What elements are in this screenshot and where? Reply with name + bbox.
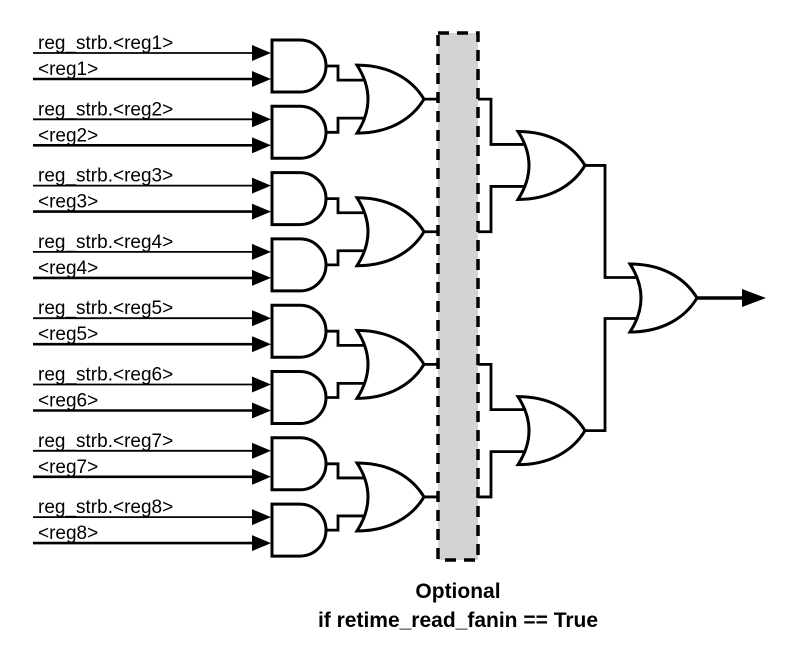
and-gate-5	[270, 303, 328, 359]
strobe-label: reg_strb.<reg2>	[38, 99, 173, 120]
reg-wire-arrowhead	[252, 535, 271, 552]
or-gate-stage2-4	[354, 461, 426, 533]
or3-to-final-wire	[583, 317, 649, 433]
and-to-or-wire	[326, 64, 374, 82]
and-to-or-wire	[326, 514, 374, 532]
reg-label: <reg1>	[38, 59, 98, 80]
or-gate-final	[627, 262, 699, 334]
reg-wire-arrowhead	[252, 137, 271, 154]
reg-label: <reg7>	[38, 457, 98, 478]
reg-wire-arrowhead	[252, 71, 271, 87]
input-row: reg_strb.<reg1> <reg1>	[33, 33, 271, 87]
strobe-label: reg_strb.<reg4>	[38, 232, 173, 253]
input-row: reg_strb.<reg6> <reg6>	[33, 365, 271, 419]
strobe-wire-arrowhead	[252, 111, 271, 128]
or-gate-stage2-2	[354, 196, 426, 268]
strobe-wire-arrowhead	[252, 442, 271, 459]
input-row: reg_strb.<reg8> <reg8>	[33, 497, 271, 552]
input-row: reg_strb.<reg4> <reg4>	[33, 232, 271, 286]
or-gate-stage2-3	[354, 328, 426, 400]
and-gate-2	[270, 104, 328, 160]
input-row: reg_strb.<reg2> <reg2>	[33, 99, 271, 154]
strobe-label: reg_strb.<reg6>	[38, 365, 173, 386]
strobe-wire-arrowhead	[252, 243, 271, 260]
optional-retime-box	[436, 31, 480, 562]
reg-wire-arrowhead	[252, 336, 271, 353]
and-gate-3	[270, 171, 328, 227]
and-to-or-wire	[326, 197, 374, 215]
strobe-wire-arrowhead	[252, 177, 271, 194]
and-to-or-wire	[326, 462, 374, 480]
and-to-or-wire	[326, 249, 374, 267]
input-row: reg_strb.<reg3> <reg3>	[33, 166, 271, 220]
gates-layer	[270, 38, 699, 558]
and-gate-4	[270, 237, 328, 293]
strobe-wire-arrowhead	[252, 376, 271, 393]
output-arrowhead	[742, 289, 766, 307]
reg-label: <reg2>	[38, 125, 98, 146]
or-gate-stage3-1	[515, 129, 587, 201]
reg-wire-arrowhead	[252, 203, 271, 220]
and-to-or-wire	[326, 329, 374, 347]
strobe-wire-arrowhead	[252, 310, 271, 327]
reg-label: <reg3>	[38, 192, 98, 213]
strobe-label: reg_strb.<reg8>	[38, 497, 173, 518]
reg-label: <reg5>	[38, 324, 98, 345]
reg-label: <reg8>	[38, 523, 98, 544]
and-to-or-wire	[326, 381, 374, 399]
or-gate-stage3-2	[515, 395, 587, 467]
strobe-wire-arrowhead	[252, 509, 271, 526]
and-gate-6	[270, 370, 328, 425]
reg-label: <reg4>	[38, 258, 98, 279]
and-gate-1	[270, 38, 328, 94]
and-to-or-wire	[326, 116, 374, 134]
or-gate-stage2-1	[354, 63, 426, 135]
strobe-label: reg_strb.<reg3>	[38, 166, 173, 187]
strobe-label: reg_strb.<reg5>	[38, 298, 173, 319]
and-gate-8	[270, 502, 328, 558]
and-gate-7	[270, 436, 328, 492]
reg-wire-arrowhead	[252, 468, 271, 485]
strobe-label: reg_strb.<reg7>	[38, 431, 173, 452]
caption-line2: if retime_read_fanin == True	[318, 609, 598, 632]
input-row: reg_strb.<reg5> <reg5>	[33, 298, 271, 353]
input-row: reg_strb.<reg7> <reg7>	[33, 431, 271, 485]
caption: Optional if retime_read_fanin == True	[318, 580, 598, 632]
reg-wire-arrowhead	[252, 269, 271, 286]
strobe-wire-arrowhead	[252, 45, 271, 61]
or3-to-final-wire	[583, 164, 649, 279]
wires-layer: reg_strb.<reg1> <reg1> reg_strb.<reg2> <reg…	[33, 33, 766, 552]
reg-wire-arrowhead	[252, 402, 271, 419]
caption-line1: Optional	[415, 580, 500, 603]
strobe-label: reg_strb.<reg1>	[38, 33, 173, 54]
reg-label: <reg6>	[38, 391, 98, 412]
